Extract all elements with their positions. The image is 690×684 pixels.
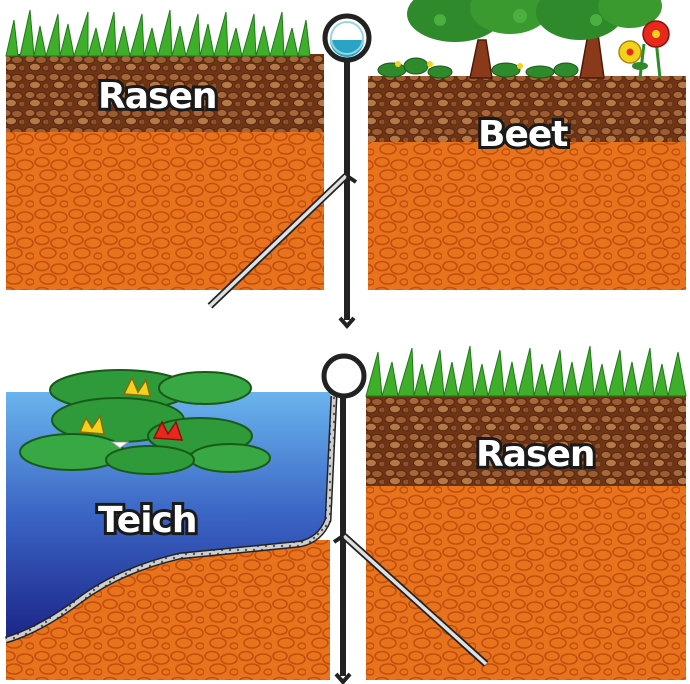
subsoil-layer xyxy=(366,484,686,680)
top-panel: Rasen Beet xyxy=(6,0,686,326)
grass-icon xyxy=(6,10,310,56)
bottom-left-label: Teich xyxy=(98,500,197,541)
top-left-label: Rasen xyxy=(98,76,217,117)
water-lily-icon xyxy=(20,370,270,474)
bottom-panel: Teich Rasen xyxy=(6,346,686,682)
flower-icon xyxy=(619,21,669,78)
bottom-right-label: Rasen xyxy=(476,434,595,475)
top-left-lawn-section xyxy=(6,10,324,290)
grass-icon xyxy=(366,346,686,396)
subsoil-layer xyxy=(368,140,686,290)
top-right-label: Beet xyxy=(478,114,568,155)
bottom-right-lawn-section xyxy=(366,346,686,680)
subsoil-layer xyxy=(6,130,324,290)
